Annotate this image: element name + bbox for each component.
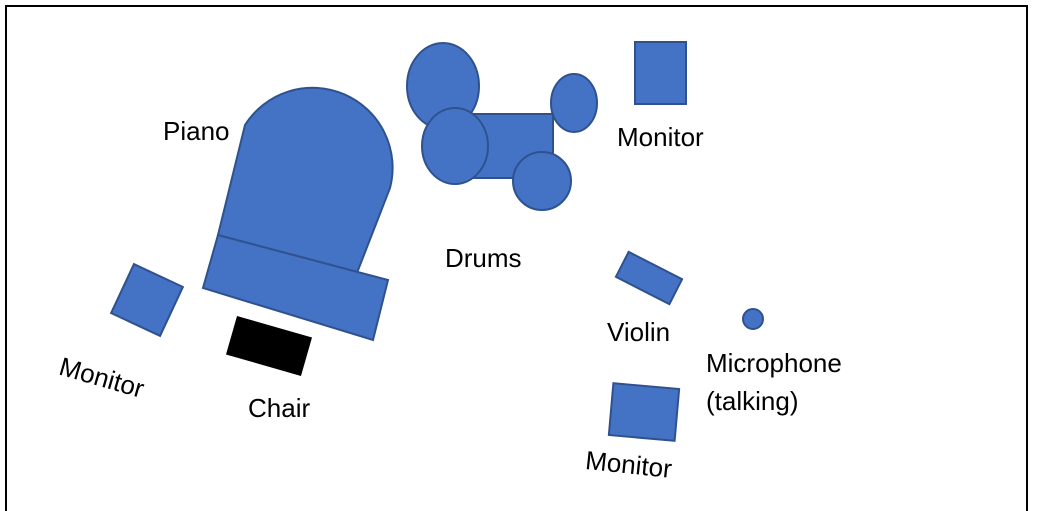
monitor-bottom-speaker <box>607 382 681 442</box>
drums-label: Drums <box>445 243 522 273</box>
monitor-top-label: Monitor <box>617 122 704 152</box>
chair-label: Chair <box>248 393 311 423</box>
microphone-marker <box>742 308 764 330</box>
microphone-label: Microphone <box>706 348 842 378</box>
monitor-top-speaker <box>634 41 687 105</box>
drum-snare <box>421 107 489 185</box>
microphone-sublabel: (talking) <box>706 386 799 416</box>
piano-body <box>216 86 394 280</box>
drum-cymbal-right <box>550 73 598 133</box>
piano-label: Piano <box>163 116 230 146</box>
monitor-left-speaker <box>109 262 185 338</box>
piano-keyboard <box>201 233 390 342</box>
diagram-frame <box>5 5 1028 511</box>
chair-marker <box>225 316 313 376</box>
drum-floor-tom <box>512 151 572 211</box>
violin-marker <box>614 250 684 306</box>
violin-label: Violin <box>607 317 671 347</box>
